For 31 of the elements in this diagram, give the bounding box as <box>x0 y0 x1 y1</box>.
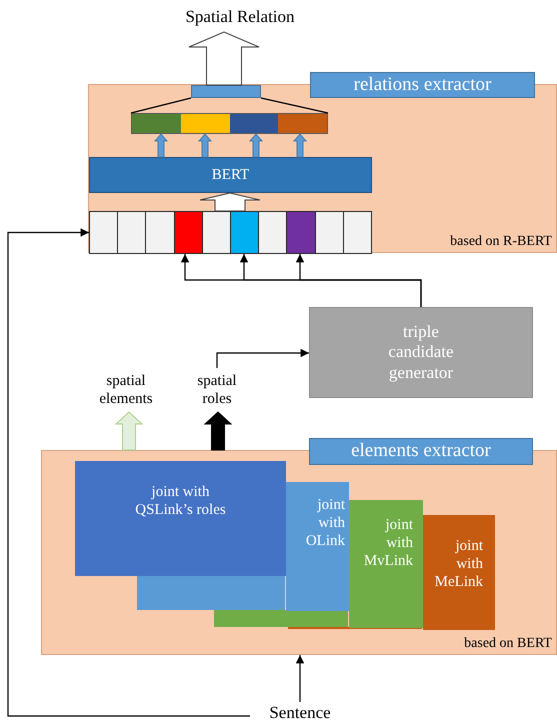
model-box: joint with OLink <box>286 482 349 611</box>
block-arrow <box>248 133 264 158</box>
block-arrow <box>154 133 168 158</box>
output-label: spatial elements <box>98 372 154 408</box>
connector-line <box>130 97 192 114</box>
entity-vector-bar <box>131 113 328 134</box>
block-arrow <box>198 133 212 158</box>
model-box: joint with MeLink <box>423 515 495 630</box>
block-arrow <box>204 411 232 450</box>
arrow <box>7 228 250 717</box>
block-arrow <box>114 411 144 450</box>
arrow <box>216 348 309 368</box>
model-box: joint with QSLink’s roles <box>75 461 286 576</box>
section-title-tab: elements extractor <box>309 438 533 465</box>
bert-layer-box: BERT <box>89 157 372 193</box>
pooled-vector-bar <box>191 85 261 98</box>
output-label: Spatial Relation <box>185 6 295 28</box>
output-label: spatial roles <box>196 372 238 408</box>
section-title-tab: relations extractor <box>310 72 535 98</box>
block-arrow <box>188 31 260 86</box>
token-sequence-bar <box>89 211 372 254</box>
process-box: triple candidate generator <box>309 307 533 398</box>
arrow <box>296 655 304 702</box>
note-text: based on R-BERT <box>450 234 552 250</box>
input-label: Sentence <box>269 702 331 724</box>
model-box: joint with MvLink <box>349 500 423 628</box>
arrow <box>296 254 422 307</box>
note-text: based on BERT <box>464 636 552 652</box>
block-arrow <box>200 192 260 212</box>
block-arrow <box>292 133 308 158</box>
connector-line <box>260 97 328 114</box>
